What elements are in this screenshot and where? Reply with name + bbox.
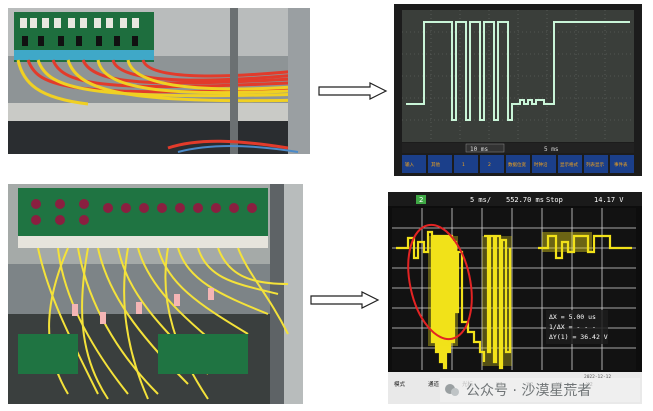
oscilloscope-bottom: 2 5 ms/ 552.70 ms Stop 14.17 V ΔX <box>388 192 642 404</box>
wiring-photo-red-yellow <box>8 8 310 154</box>
scope-top-trigger: 5 ms <box>544 146 559 153</box>
softkey-label: 其他 <box>431 161 440 168</box>
time-offset: 552.70 ms <box>506 196 544 204</box>
photo-top-left <box>8 8 310 154</box>
softkey-label: 输入 <box>405 161 414 168</box>
cursor-dy: ΔY(1) = 36.42 V <box>549 333 608 341</box>
run-state: Stop <box>546 196 563 204</box>
softkey-label: 数据位宽 <box>508 161 526 168</box>
softkey-label: 显示格式 <box>560 161 578 168</box>
scope-top-timebase: 10 ms <box>470 146 488 153</box>
softkey-label: 通道 <box>428 380 440 388</box>
photo-bottom-left <box>8 184 303 404</box>
cursor-dx: ΔX = 5.00 us <box>549 313 596 321</box>
red-circle-annotation <box>407 223 473 341</box>
scope-screen-bottom: 2 5 ms/ 552.70 ms Stop 14.17 V ΔX <box>388 192 642 404</box>
softkey-label: 1 <box>462 162 465 168</box>
wechat-icon <box>445 384 459 396</box>
watermark-text: 公众号 · 沙漠星荒者 <box>466 383 592 399</box>
timebase: 5 ms/ <box>470 196 491 204</box>
cursor-inv-dx: 1/ΔX = - - - <box>549 323 596 331</box>
scope-screen-top: 10 ms 5 ms 输入 其他 1 2 数据位宽 时钟沿 显示格式 列表显示 … <box>394 4 642 176</box>
arrow-right-icon <box>310 291 380 309</box>
softkey-label: 列表显示 <box>586 161 604 168</box>
softkey-label: 模式 <box>394 380 406 388</box>
trigger-level: 14.17 V <box>594 196 624 204</box>
softkey-label: 事件表 <box>614 161 628 168</box>
scope-top-softkeys: 输入 其他 1 2 数据位宽 时钟沿 显示格式 列表显示 事件表 <box>402 155 634 173</box>
arrow-right-icon <box>318 82 388 100</box>
watermark: 公众号 · 沙漠星荒者 <box>440 378 640 402</box>
green-trace <box>406 21 630 121</box>
softkey-label: 2 <box>488 162 491 168</box>
yellow-trace <box>396 230 632 370</box>
softkey-label: 时钟沿 <box>534 161 548 168</box>
channel-badge: 2 <box>419 196 423 204</box>
wiring-photo-yellow <box>8 184 303 404</box>
bottom-time: 2022-12-12 <box>584 374 611 380</box>
oscilloscope-top: 10 ms 5 ms 输入 其他 1 2 数据位宽 时钟沿 显示格式 列表显示 … <box>394 4 642 176</box>
